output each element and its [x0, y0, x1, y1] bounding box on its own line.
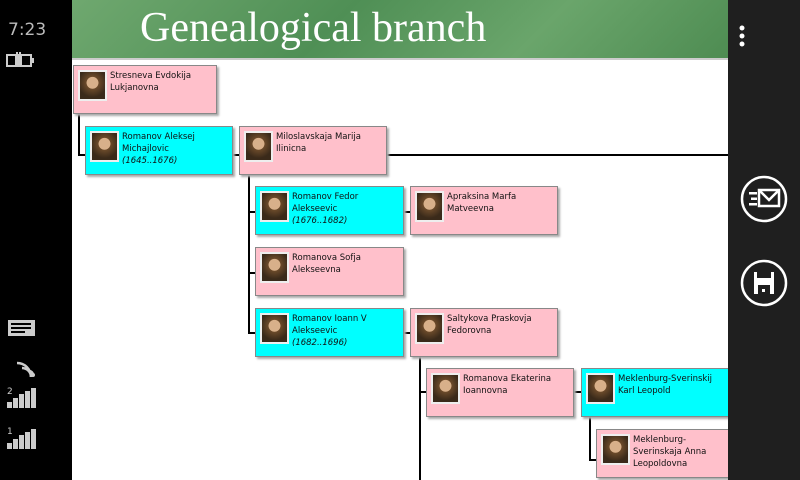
connector	[419, 357, 421, 480]
connector	[248, 272, 256, 274]
family-tree[interactable]: Stresneva Evdokija Lukjanovna Romanov Al…	[72, 62, 728, 480]
person-name: Saltykova Praskovja Fedorovna	[447, 314, 532, 336]
connector	[589, 417, 591, 461]
portrait-image	[78, 70, 107, 101]
connector	[248, 175, 250, 334]
person-name: Miloslavskaja Marija Ilinicna	[276, 132, 361, 154]
person-card[interactable]: Apraksina Marfa Matveevna	[410, 186, 558, 235]
person-name: Stresneva Evdokija Lukjanovna	[110, 71, 192, 93]
person-name: Meklenburg-Sverinskaja Anna Leopoldovna	[633, 435, 707, 469]
person-card[interactable]: Meklenburg-Sverinskaja Anna Leopoldovna	[596, 429, 728, 478]
portrait-image	[586, 373, 615, 404]
portrait-image	[431, 373, 460, 404]
page-header: Genealogical branch	[72, 0, 728, 60]
clock: 7:23	[8, 20, 47, 40]
person-card[interactable]: Romanov Fedor Alekseevic (1676..1682)	[255, 186, 404, 235]
person-name: Romanova Ekaterina Ioannovna	[463, 374, 552, 396]
person-name: Romanov Fedor Alekseevic	[292, 192, 359, 214]
more-options-icon[interactable]	[738, 24, 746, 50]
save-button[interactable]	[740, 259, 788, 307]
person-card[interactable]: Saltykova Praskovja Fedorovna	[410, 308, 558, 357]
battery-charging-icon	[6, 52, 34, 67]
person-name: Meklenburg-Sverinskij Karl Leopold	[618, 374, 713, 396]
page-title: Genealogical branch	[140, 5, 487, 51]
send-email-button[interactable]	[740, 175, 788, 223]
person-card[interactable]: Romanov Aleksej Michajlovic (1645..1676)	[85, 126, 233, 175]
connector	[419, 391, 427, 393]
connector	[78, 154, 86, 156]
connector	[248, 332, 256, 334]
signal-strength-sim2-icon	[7, 388, 36, 408]
portrait-image	[244, 131, 273, 162]
person-dates: (1676..1682)	[292, 216, 348, 226]
connector	[589, 459, 597, 461]
connector	[387, 154, 728, 156]
person-card[interactable]: Romanov Ioann V Alekseevic (1682..1696)	[255, 308, 404, 357]
connector	[574, 391, 582, 393]
person-name: Apraksina Marfa Matveevna	[447, 192, 517, 214]
connector	[78, 113, 80, 156]
person-card[interactable]: Meklenburg-Sverinskij Karl Leopold	[581, 368, 728, 417]
person-card[interactable]: Romanova Sofja Alekseevna	[255, 247, 404, 296]
portrait-image	[90, 131, 119, 162]
sim1-label: 1	[7, 427, 13, 437]
app-bar	[728, 0, 800, 480]
wifi-icon	[16, 361, 35, 378]
connector	[233, 154, 240, 156]
portrait-image	[260, 252, 289, 283]
system-status-bar: 7:23 2 1	[0, 0, 72, 480]
person-card[interactable]: Romanova Ekaterina Ioannovna	[426, 368, 574, 417]
portrait-image	[260, 313, 289, 344]
connector	[404, 332, 411, 334]
connector	[248, 211, 256, 213]
person-name: Romanova Sofja Alekseevna	[292, 253, 361, 275]
person-dates: (1682..1696)	[292, 338, 348, 348]
portrait-image	[260, 191, 289, 222]
connector	[404, 211, 411, 213]
person-dates: (1645..1676)	[122, 156, 178, 166]
signal-strength-sim1-icon	[7, 429, 36, 449]
person-card[interactable]: Stresneva Evdokija Lukjanovna	[73, 65, 217, 114]
person-name: Romanov Ioann V Alekseevic	[292, 314, 367, 336]
sim2-label: 2	[7, 387, 13, 397]
person-card[interactable]: Miloslavskaja Marija Ilinicna	[239, 126, 387, 175]
portrait-image	[415, 313, 444, 344]
portrait-image	[601, 434, 630, 465]
person-name: Romanov Aleksej Michajlovic	[122, 132, 195, 154]
portrait-image	[415, 191, 444, 222]
message-icon	[8, 320, 35, 336]
